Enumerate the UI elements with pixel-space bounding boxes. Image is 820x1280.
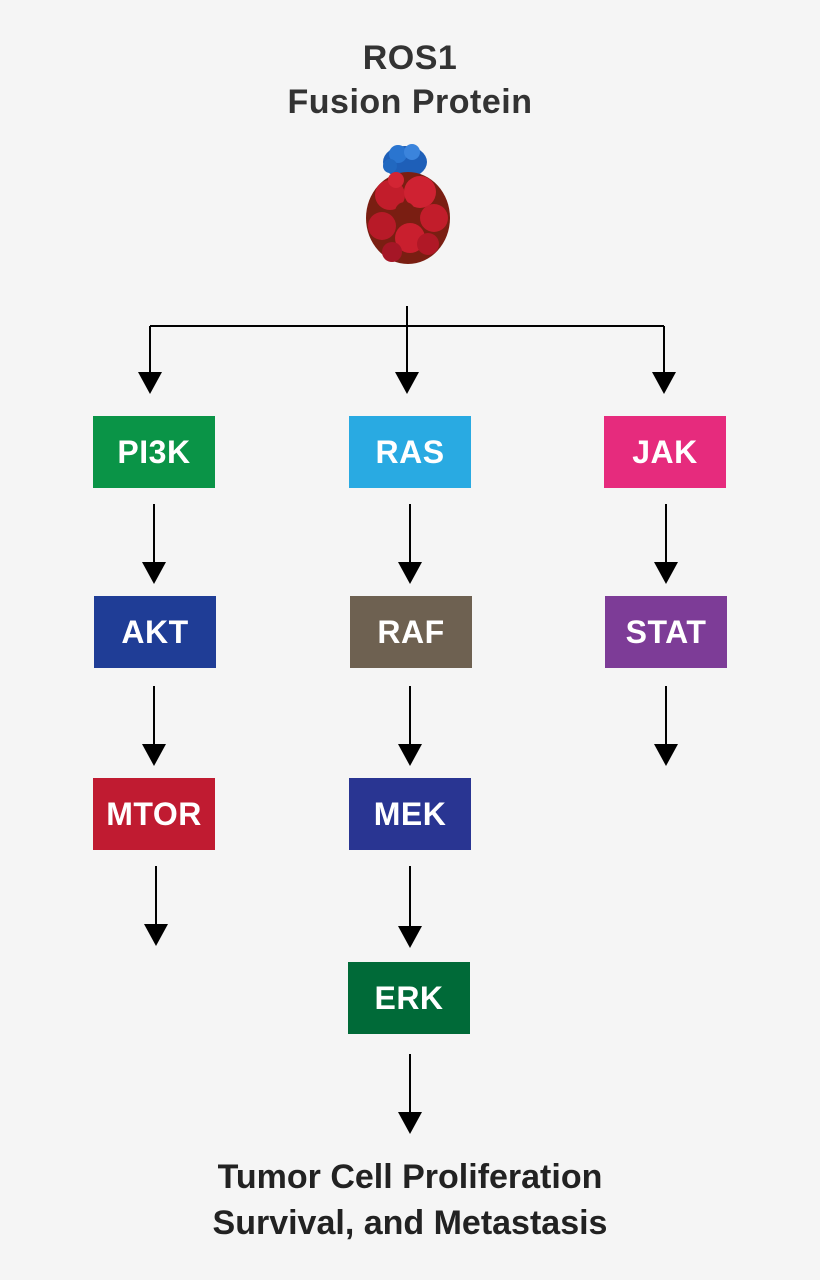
arrowhead-to-pi3k: [138, 372, 162, 394]
node-ras: RAS: [349, 416, 471, 488]
node-erk: ERK: [348, 962, 470, 1034]
outcome-line-2: Survival, and Metastasis: [212, 1204, 608, 1242]
node-akt: AKT: [94, 596, 216, 668]
node-mtor: MTOR: [93, 778, 215, 850]
arrowhead-to-mek: [398, 744, 422, 766]
outcome-line-1: Tumor Cell Proliferation: [217, 1158, 603, 1196]
arrowhead-to-raf: [398, 562, 422, 584]
arrowhead-mtor-out: [144, 924, 168, 946]
outcome-text: Tumor Cell Proliferation Survival, and M…: [0, 1154, 820, 1246]
node-mek: MEK: [349, 778, 471, 850]
arrowhead-to-stat: [654, 562, 678, 584]
arrowhead-to-akt: [142, 562, 166, 584]
node-stat: STAT: [605, 596, 727, 668]
protein-structure-icon: [366, 144, 450, 264]
title-line-2: Fusion Protein: [287, 83, 533, 121]
node-pi3k: PI3K: [93, 416, 215, 488]
arrowhead-erk-out: [398, 1112, 422, 1134]
arrowhead-to-erk: [398, 926, 422, 948]
arrowhead-to-jak: [652, 372, 676, 394]
diagram-title: ROS1 Fusion Protein: [0, 36, 820, 124]
arrowhead-stat-out: [654, 744, 678, 766]
node-raf: RAF: [350, 596, 472, 668]
title-line-1: ROS1: [362, 39, 458, 77]
arrowhead-to-mtor: [142, 744, 166, 766]
node-jak: JAK: [604, 416, 726, 488]
arrowhead-to-ras: [395, 372, 419, 394]
